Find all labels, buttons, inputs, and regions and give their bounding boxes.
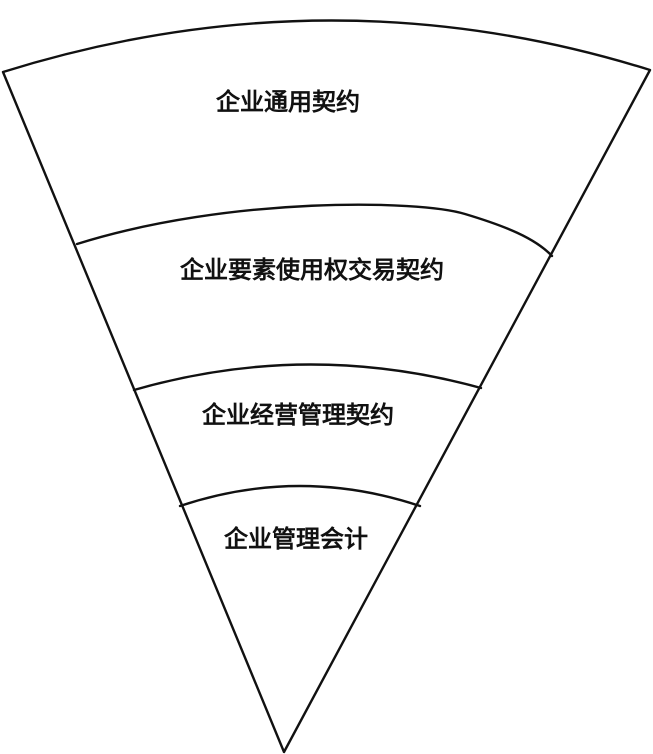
layer-divider-3 [178,484,422,508]
layer-divider-2 [132,363,483,392]
layer-label-operation-management-contract: 企业经营管理契约 [202,401,394,429]
layer-label-management-accounting: 企业管理会计 [224,525,368,553]
layer-label-general-contract: 企业通用契约 [216,88,360,116]
layer-divider-1 [75,203,554,258]
fan-outline [1,19,652,754]
layer-label-factor-rights-contract: 企业要素使用权交易契约 [180,256,444,284]
